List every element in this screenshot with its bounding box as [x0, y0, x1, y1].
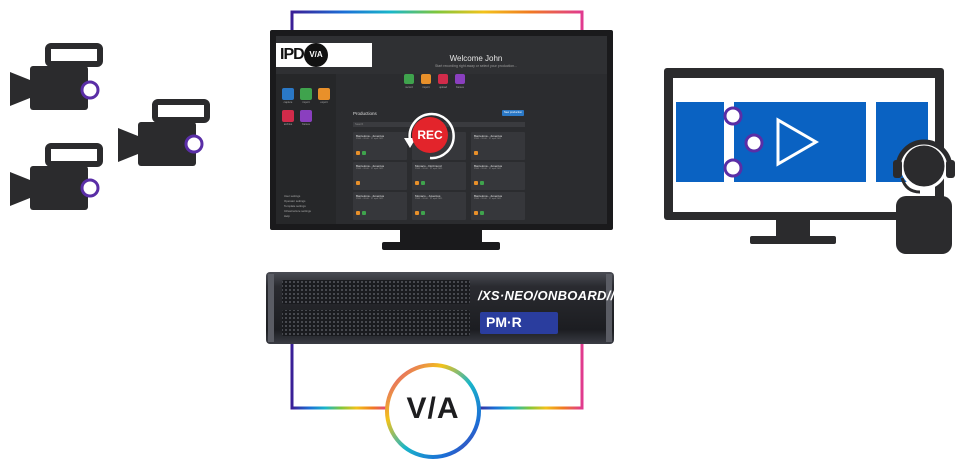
card-title: Monaco - Juventus [415, 194, 441, 198]
card-title: Barcelona - Juventus [474, 164, 503, 168]
tile-label: frames [456, 86, 464, 89]
side-menu-item[interactable]: Template settings [284, 204, 306, 208]
card-badge [415, 211, 419, 215]
card-title: Barcelona - Juventus [356, 194, 385, 198]
card-badge [362, 211, 366, 215]
side-tile-import[interactable] [300, 88, 312, 100]
card-title: Barcelona - Juventus [474, 194, 503, 198]
card-meta: 25/01 - 20:00 · 27 april 2021 [356, 138, 384, 140]
app-screen: IPD V/A Welcome John Start recording rig… [276, 36, 607, 224]
card-meta: 25/01 - 20:00 · 27 april 2021 [415, 198, 443, 200]
side-tile-label: frames [302, 123, 310, 126]
card-badge [356, 151, 360, 155]
app-logo: IPD V/A [276, 43, 372, 67]
card-title: Barcelona - Juventus [356, 134, 385, 138]
side-menu-item[interactable]: Help [284, 214, 290, 218]
rec-button[interactable]: REC [412, 117, 448, 153]
welcome-subtitle: Start recording right away or select you… [434, 64, 518, 68]
card-badge [421, 211, 425, 215]
rack-server [266, 272, 614, 344]
play-icon [776, 117, 819, 167]
card-badge [474, 211, 478, 215]
card-meta: 25/01 - 20:00 · 27 april 2021 [474, 138, 502, 140]
side-tile-label: import [302, 101, 310, 104]
card-title: Barcelona - Juventus [356, 164, 385, 168]
card-badge [356, 211, 360, 215]
side-tile-label: archive [283, 123, 293, 126]
tile-frames[interactable] [455, 74, 465, 84]
logo-text: IPD [280, 46, 305, 63]
card-title: Monaco - Dortmund [415, 164, 442, 168]
side-menu-item[interactable]: Infrastructure settings [284, 209, 311, 213]
tile-upload[interactable] [438, 74, 448, 84]
rack-badge [480, 312, 558, 334]
card-badge [474, 151, 478, 155]
card-badge [474, 181, 478, 185]
camera-icon [118, 99, 210, 166]
card-badge [480, 181, 484, 185]
side-tile-label: export [320, 101, 328, 104]
welcome-title: Welcome John [449, 54, 503, 63]
connector-dots [723, 106, 764, 178]
tile-label: import [422, 86, 430, 89]
logo-via: V/A [304, 43, 328, 67]
card-meta: 25/01 - 20:00 · 27 april 2021 [415, 168, 443, 170]
rack-badge-text: PM·R [486, 314, 522, 330]
side-tile-export[interactable] [318, 88, 330, 100]
tile-record[interactable] [404, 74, 414, 84]
side-tile-capture[interactable] [282, 88, 294, 100]
card-title: Barcelona - Juventus [474, 134, 503, 138]
card-badge [362, 151, 366, 155]
card-badge [421, 181, 425, 185]
rack-via-lines [290, 230, 584, 410]
side-tile-frames[interactable] [300, 110, 312, 122]
via-logo: V/A [406, 392, 460, 425]
rack-brand: /XS·NEO/ONBOARD// [478, 288, 615, 303]
side-menu-item[interactable]: User settings [284, 194, 301, 198]
camera-icon [10, 143, 103, 210]
card-badge [415, 181, 419, 185]
card-meta: 25/01 - 20:00 · 27 april 2021 [474, 198, 502, 200]
tile-label: record [405, 86, 413, 89]
camera-cables [92, 88, 270, 190]
side-tile-archive[interactable] [282, 110, 294, 122]
top-link-line [290, 10, 584, 34]
tile-label: upload [439, 86, 447, 89]
card-badge [356, 181, 360, 185]
camera-icon [10, 43, 103, 110]
card-badge [480, 211, 484, 215]
side-menu-item[interactable]: Operator settings [284, 199, 306, 203]
tile-import[interactable] [421, 74, 431, 84]
card-meta: 25/01 - 20:00 · 27 april 2021 [356, 168, 384, 170]
card-meta: 25/01 - 20:00 · 27 april 2021 [474, 168, 502, 170]
new-production-button[interactable]: New production [502, 110, 524, 116]
productions-title: Productions [353, 111, 377, 116]
operator-headset-icon [893, 139, 955, 254]
side-tile-label: capture [283, 101, 293, 104]
via-ring [385, 363, 481, 459]
card-meta: 25/01 - 20:00 · 27 april 2021 [356, 198, 384, 200]
